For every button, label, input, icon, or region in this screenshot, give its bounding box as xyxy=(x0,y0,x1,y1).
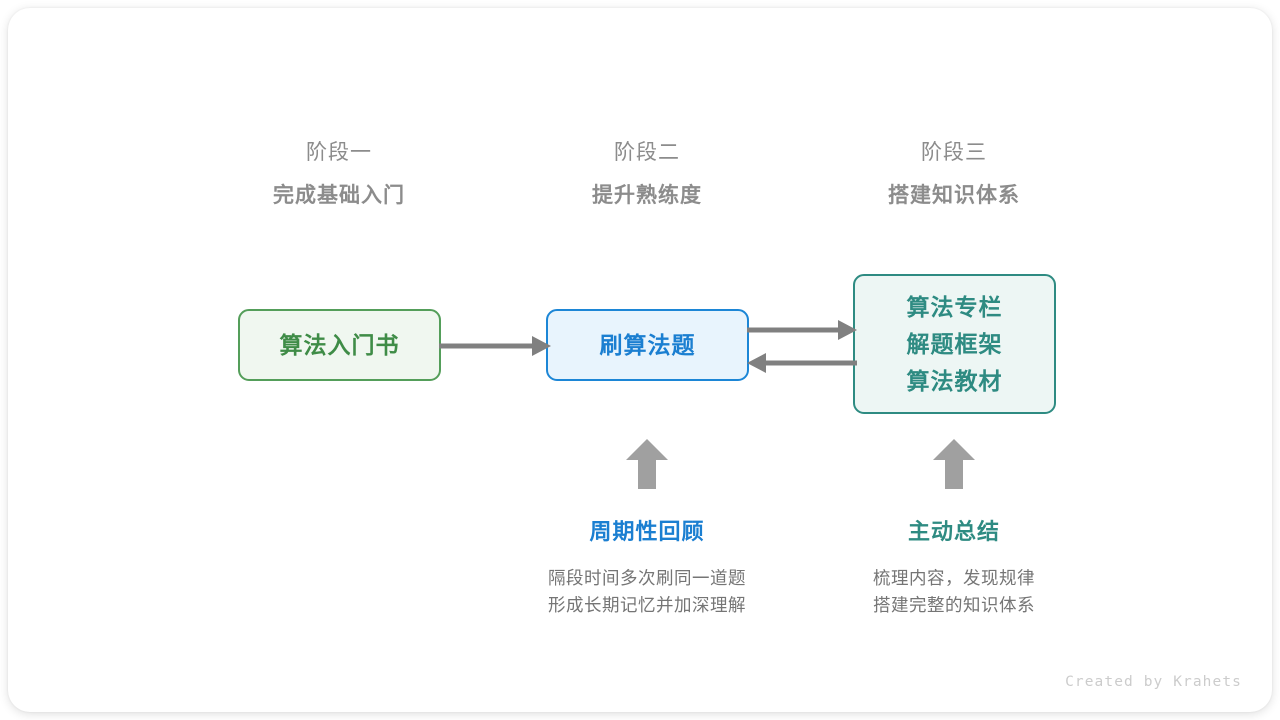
annotation-review-title: 周期性回顾 xyxy=(589,519,705,544)
node-practice-problems[interactable]: 刷算法题 xyxy=(546,309,749,381)
node-book-line-1: 算法入门书 xyxy=(279,331,400,358)
annotation-summary-desc-line-2: 搭建完整的知识体系 xyxy=(873,595,1035,615)
arrow-review-up xyxy=(626,439,668,489)
diagram-card: 阶段一 完成基础入门 阶段二 提升熟练度 阶段三 搭建知识体系 算法入门书 刷算… xyxy=(8,8,1272,712)
stage-number-2: 阶段二 xyxy=(614,141,680,164)
arrow-practice-to-resources xyxy=(747,320,857,340)
annotation-summary: 主动总结 梳理内容，发现规律 搭建完整的知识体系 xyxy=(804,517,1104,619)
stage-header-3: 阶段三 搭建知识体系 xyxy=(824,139,1084,211)
node-resources-line-2: 解题框架 xyxy=(906,330,1003,357)
credit-text: Created by Krahets xyxy=(1065,674,1242,690)
annotation-review: 周期性回顾 隔段时间多次刷同一道题 形成长期记忆并加深理解 xyxy=(497,517,797,619)
stage-title-2: 提升熟练度 xyxy=(592,184,702,207)
annotation-review-description: 隔段时间多次刷同一道题 形成长期记忆并加深理解 xyxy=(497,565,797,619)
stage-title-1: 完成基础入门 xyxy=(273,184,405,207)
node-practice-line-1: 刷算法题 xyxy=(599,331,696,358)
annotation-summary-title: 主动总结 xyxy=(907,519,1000,544)
annotation-review-desc-line-2: 形成长期记忆并加深理解 xyxy=(548,595,746,615)
node-algorithm-intro-book[interactable]: 算法入门书 xyxy=(238,309,441,381)
arrow-book-to-practice xyxy=(439,336,551,356)
annotation-summary-desc-line-1: 梳理内容，发现规律 xyxy=(873,568,1035,588)
node-resources-line-3: 算法教材 xyxy=(906,367,1003,394)
arrow-resources-to-practice xyxy=(747,353,857,373)
arrow-summary-up xyxy=(933,439,975,489)
stage-number-1: 阶段一 xyxy=(306,141,372,164)
node-resources-line-1: 算法专栏 xyxy=(906,293,1003,320)
stage-title-3: 搭建知识体系 xyxy=(888,184,1020,207)
stage-header-2: 阶段二 提升熟练度 xyxy=(517,139,777,211)
annotation-summary-description: 梳理内容，发现规律 搭建完整的知识体系 xyxy=(804,565,1104,619)
stage-header-1: 阶段一 完成基础入门 xyxy=(209,139,469,211)
node-knowledge-resources[interactable]: 算法专栏 解题框架 算法教材 xyxy=(853,274,1056,414)
annotation-review-desc-line-1: 隔段时间多次刷同一道题 xyxy=(548,568,746,588)
stage-number-3: 阶段三 xyxy=(921,141,987,164)
